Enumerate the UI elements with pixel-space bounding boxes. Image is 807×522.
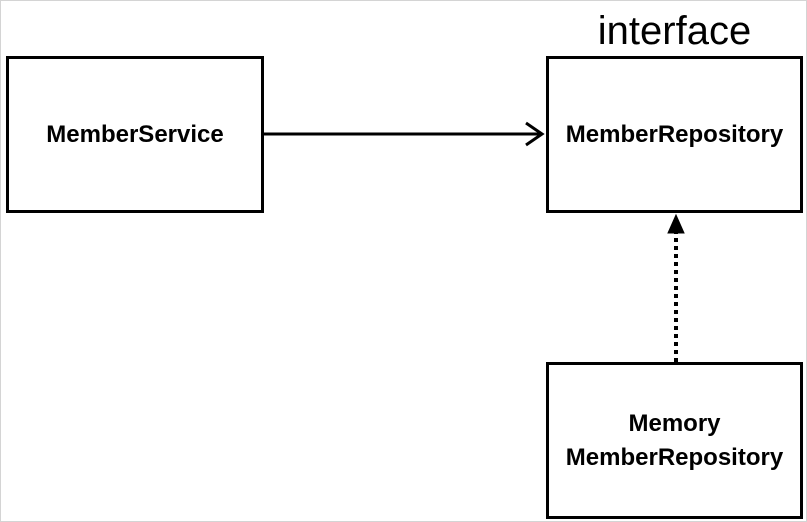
memory-member-repository-box: Memory MemberRepository: [546, 362, 803, 519]
member-repository-label: MemberRepository: [565, 120, 784, 148]
member-service-label: MemberService: [46, 120, 224, 148]
memory-member-repository-label-line2: MemberRepository: [565, 443, 784, 471]
member-service-box: MemberService: [6, 56, 264, 213]
interface-stereotype-label: interface: [597, 9, 752, 53]
member-repository-box: MemberRepository: [546, 56, 803, 213]
memory-member-repository-label-line1: Memory: [628, 409, 721, 437]
realization-arrow-head: [667, 213, 685, 234]
association-arrow-head: [525, 121, 545, 147]
